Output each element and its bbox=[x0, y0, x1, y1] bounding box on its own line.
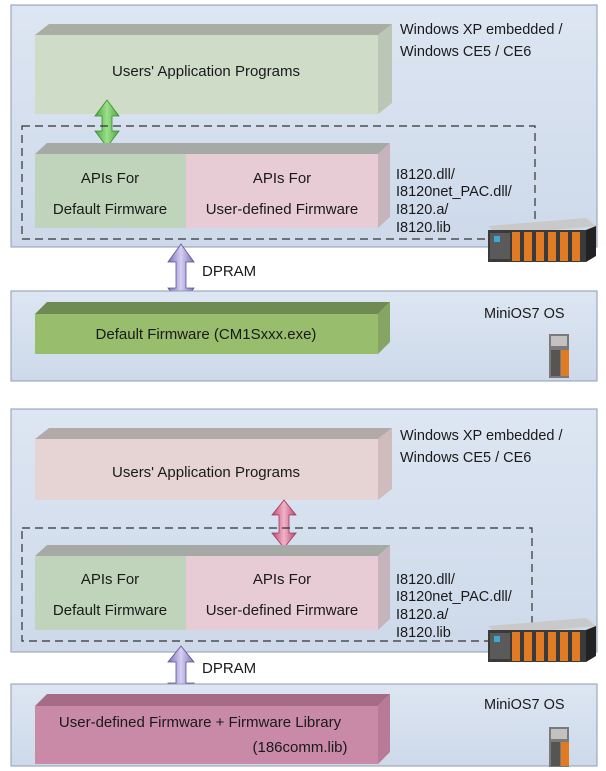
api-boxes: APIs For Default Firmware APIs For User-… bbox=[35, 143, 390, 228]
api-boxes: APIs For Default Firmware APIs For User-… bbox=[35, 545, 390, 630]
api-default-line1: APIs For bbox=[81, 571, 139, 588]
bottom-diagram: Windows XP embedded / Windows CE5 / CE6 … bbox=[10, 408, 598, 767]
default-firmware-label: Default Firmware (CM1Sxxx.exe) bbox=[96, 326, 317, 343]
library-item: I8120net_PAC.dll/ bbox=[396, 184, 513, 200]
api-default-line1: APIs For bbox=[81, 170, 139, 187]
host-os-label-line1: Windows XP embedded / bbox=[400, 22, 564, 38]
library-item: I8120net_PAC.dll/ bbox=[396, 589, 513, 605]
application-box: Users' Application Programs bbox=[35, 428, 392, 500]
application-box: Users' Application Programs bbox=[35, 24, 392, 114]
default-firmware-box: Default Firmware (CM1Sxxx.exe) bbox=[35, 302, 390, 354]
library-item: I8120.dll/ bbox=[396, 572, 456, 588]
api-user-box bbox=[186, 556, 378, 630]
api-default-line2: Default Firmware bbox=[53, 201, 167, 218]
api-user-line2: User-defined Firmware bbox=[206, 201, 359, 218]
library-list: I8120.dll/ I8120net_PAC.dll/ I8120.a/ I8… bbox=[396, 572, 513, 641]
library-list: I8120.dll/ I8120net_PAC.dll/ I8120.a/ I8… bbox=[396, 167, 513, 236]
library-item: I8120.lib bbox=[396, 220, 451, 236]
user-firmware-label-line1: User-defined Firmware + Firmware Library bbox=[59, 714, 342, 731]
dpram-label: DPRAM bbox=[202, 263, 256, 280]
api-default-box bbox=[35, 556, 186, 630]
minios7-label: MiniOS7 OS bbox=[484, 306, 565, 322]
io-module-image bbox=[549, 334, 569, 378]
io-module-image bbox=[549, 727, 569, 767]
library-boundary bbox=[21, 527, 533, 642]
host-os-label-line2: Windows CE5 / CE6 bbox=[400, 44, 531, 60]
pac-controller-image bbox=[488, 618, 596, 662]
top-diagram: Windows XP embedded / Windows CE5 / CE6 … bbox=[10, 4, 598, 382]
library-item: I8120.a/ bbox=[396, 202, 449, 218]
api-user-line2: User-defined Firmware bbox=[206, 602, 359, 619]
application-box-label: Users' Application Programs bbox=[112, 464, 300, 481]
library-item: I8120.dll/ bbox=[396, 167, 456, 183]
library-item: I8120.lib bbox=[396, 625, 451, 641]
host-os-label-line1: Windows XP embedded / bbox=[400, 428, 564, 444]
application-box-label: Users' Application Programs bbox=[112, 63, 300, 80]
pac-controller-image bbox=[488, 218, 596, 262]
host-os-label-line2: Windows CE5 / CE6 bbox=[400, 450, 531, 466]
api-default-line2: Default Firmware bbox=[53, 602, 167, 619]
minios7-label: MiniOS7 OS bbox=[484, 697, 565, 713]
api-user-box bbox=[186, 154, 378, 228]
user-firmware-box: User-defined Firmware + Firmware Library… bbox=[35, 694, 390, 764]
api-user-line1: APIs For bbox=[253, 170, 311, 187]
api-user-line1: APIs For bbox=[253, 571, 311, 588]
dpram-label: DPRAM bbox=[202, 660, 256, 677]
library-item: I8120.a/ bbox=[396, 607, 449, 623]
user-firmware-label-line2: (186comm.lib) bbox=[252, 739, 347, 756]
api-default-box bbox=[35, 154, 186, 228]
